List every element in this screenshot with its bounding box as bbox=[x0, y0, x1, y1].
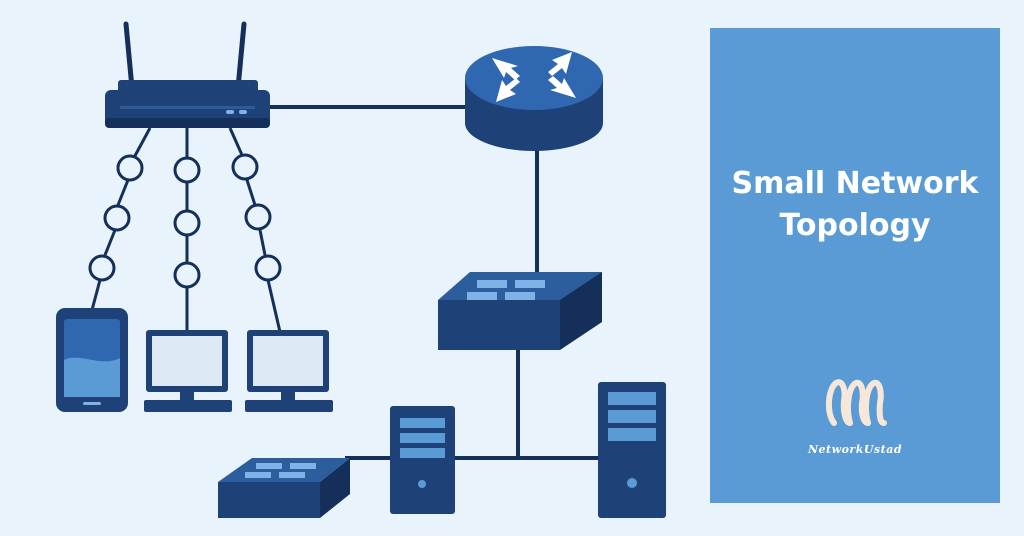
network-diagram bbox=[56, 21, 666, 518]
brand-name: NetworkUstad bbox=[807, 443, 903, 456]
signal-node bbox=[88, 254, 116, 282]
signal-node bbox=[244, 203, 272, 231]
title-line-1: Small Network bbox=[731, 166, 979, 201]
title-line-2: Topology bbox=[779, 208, 931, 243]
signal-node bbox=[254, 254, 282, 282]
wireless-links bbox=[88, 127, 282, 333]
signal-node bbox=[231, 153, 259, 181]
page-title: Small Network Topology bbox=[710, 163, 1000, 247]
switch-icon bbox=[218, 458, 350, 518]
wireless-router-icon bbox=[105, 21, 270, 128]
title-panel: Small Network Topology NetworkUstad bbox=[710, 28, 1000, 503]
server-icon bbox=[390, 406, 455, 514]
signal-node bbox=[173, 261, 201, 289]
desktop-computer-icon bbox=[245, 330, 333, 412]
router-icon bbox=[465, 46, 603, 151]
switch-icon bbox=[438, 272, 602, 350]
server-icon bbox=[598, 382, 666, 518]
signal-node bbox=[103, 204, 131, 232]
links bbox=[268, 105, 605, 460]
signal-node bbox=[116, 154, 144, 182]
signal-node bbox=[173, 209, 201, 237]
smartphone-icon bbox=[56, 308, 128, 412]
desktop-computer-icon bbox=[144, 330, 232, 412]
signal-node bbox=[173, 156, 201, 184]
logo-icon bbox=[826, 379, 887, 426]
